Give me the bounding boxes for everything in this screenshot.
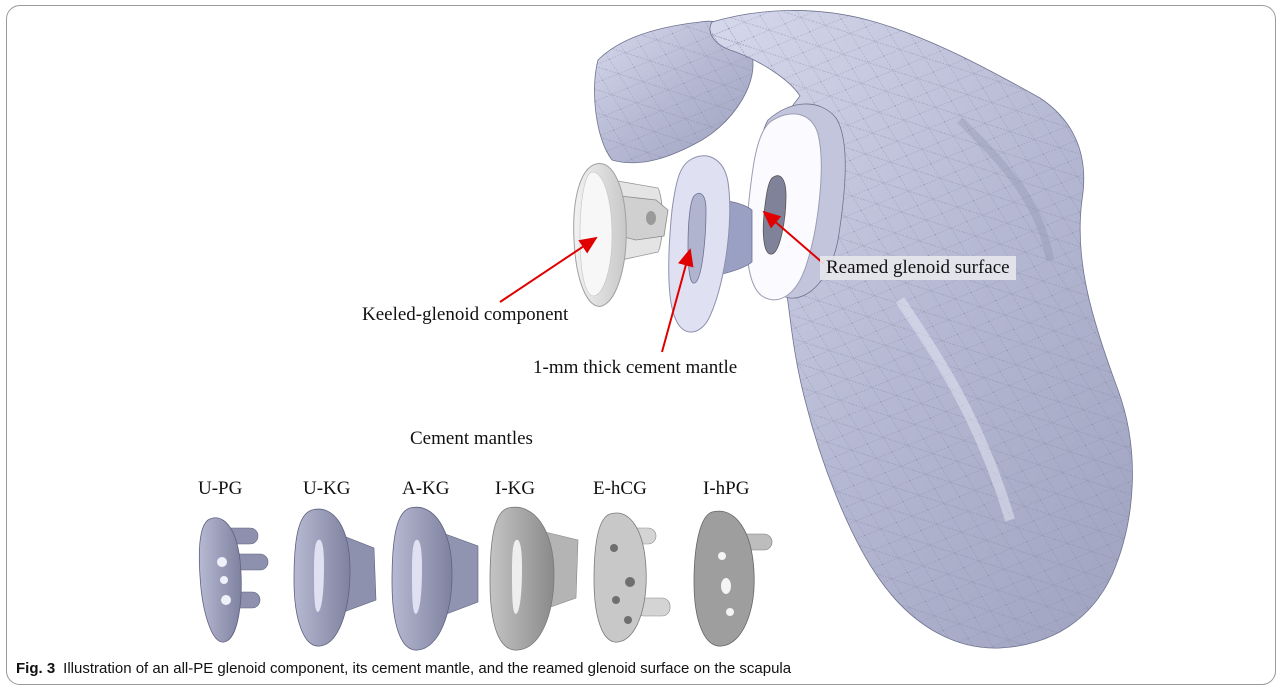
mantle-label-u-kg: U-KG [303,478,351,500]
label-cement-mantle: 1-mm thick cement mantle [533,357,737,379]
mantle-u-pg [199,518,268,642]
caption-label: Fig. 3 [16,660,55,677]
mantle-label-e-hcg: E-hCG [593,478,647,500]
mantle-label-a-kg: A-KG [402,478,450,500]
caption-text: Illustration of an all-PE glenoid compon… [63,660,791,677]
mantle-a-kg [392,507,478,650]
mantle-variants [199,507,772,650]
mantle-e-hcg [594,513,670,642]
mantle-i-hpg [694,511,772,646]
figure-caption: Fig. 3 Illustration of an all-PE glenoid … [16,660,791,677]
cement-mantle-exploded [669,156,752,332]
label-keeled-glenoid-component: Keeled-glenoid component [362,304,568,326]
mantle-i-kg [490,507,578,650]
keeled-glenoid-component [574,164,668,307]
label-reamed-glenoid-surface: Reamed glenoid surface [820,256,1016,280]
mantle-label-i-kg: I-KG [495,478,535,500]
mantle-label-i-hpg: I-hPG [703,478,749,500]
scapula [594,10,1132,648]
mantle-u-kg [294,509,376,646]
mantles-title: Cement mantles [410,428,533,450]
mantle-label-u-pg: U-PG [198,478,242,500]
